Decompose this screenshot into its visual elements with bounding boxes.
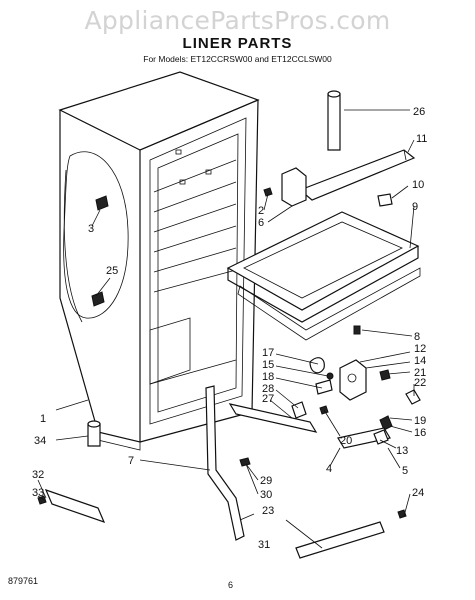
callout-16: 16	[414, 427, 426, 439]
callout-30: 30	[260, 489, 272, 501]
part-29-clip	[239, 457, 251, 467]
part-34-foot	[87, 420, 101, 447]
callout-25: 25	[106, 265, 118, 277]
callout-24: 24	[412, 487, 424, 499]
models-subtitle: For Models: ET12CCRSW00 and ET12CCLSW00	[143, 54, 332, 64]
callout-6: 6	[258, 217, 264, 229]
callout-29: 29	[260, 475, 272, 487]
callout-12: 12	[414, 343, 426, 355]
part-26-tube	[327, 90, 341, 151]
callout-9: 9	[412, 201, 418, 213]
callout-21: 21	[414, 367, 426, 379]
watermark: AppliancePartsPros.com	[84, 6, 391, 35]
part-23-rail	[295, 509, 407, 559]
part-27-rail	[228, 401, 329, 433]
callout-32: 32	[32, 469, 44, 481]
part-10-clip	[377, 193, 393, 207]
part-11-cover	[298, 149, 416, 201]
callout-13: 13	[396, 445, 408, 457]
callout-34: 34	[34, 435, 46, 447]
callout-10: 10	[412, 179, 424, 191]
callout-4: 4	[326, 463, 332, 475]
callout-14: 14	[414, 355, 426, 367]
part-9-tray	[226, 211, 421, 341]
callout-3: 3	[88, 223, 94, 235]
page-number: 6	[228, 580, 234, 590]
leader-lines	[37, 109, 415, 549]
callout-labels: 26 11 10 9 2 6 3 25 8 12 14 21 22 17 15 …	[32, 106, 427, 551]
callout-31: 31	[258, 539, 270, 551]
part-8-screw	[353, 325, 361, 335]
callout-8: 8	[414, 331, 420, 343]
callout-5: 5	[402, 465, 408, 477]
callout-28: 28	[262, 383, 274, 395]
document-number: 879761	[8, 576, 39, 586]
part-6-bracket	[263, 167, 307, 207]
callout-22: 22	[414, 377, 426, 389]
part-4-bracket	[337, 427, 391, 449]
callout-20: 20	[340, 435, 352, 447]
control-parts	[309, 357, 421, 431]
callout-1: 1	[40, 413, 46, 425]
callout-23: 23	[262, 505, 274, 517]
part-32-rail	[37, 488, 106, 524]
callout-2: 2	[258, 205, 264, 217]
callout-19: 19	[414, 415, 426, 427]
part-31-drain	[205, 385, 245, 541]
callout-26: 26	[413, 106, 425, 118]
callout-15: 15	[262, 359, 274, 371]
page-title: LINER PARTS	[182, 35, 293, 52]
callout-11: 11	[416, 133, 427, 145]
callout-7: 7	[128, 455, 134, 467]
callout-18: 18	[262, 371, 274, 383]
callout-27: 27	[262, 393, 274, 405]
callout-33: 33	[32, 487, 44, 499]
side-fasteners	[91, 195, 109, 307]
liner-cabinet	[58, 71, 260, 451]
callout-17: 17	[262, 347, 274, 359]
